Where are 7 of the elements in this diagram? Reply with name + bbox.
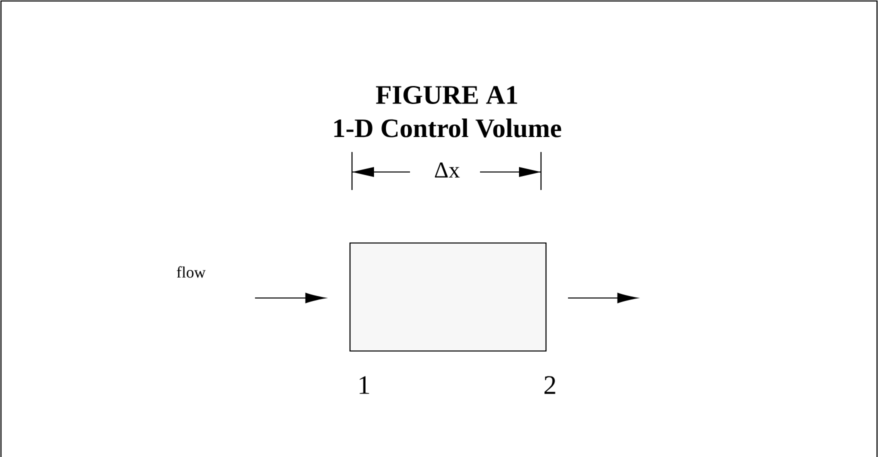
subtitle: 1-D Control Volume — [334, 118, 562, 138]
station-number: 1 — [360, 376, 370, 394]
dimension-label: Δx — [434, 162, 460, 178]
flow-label: flow — [176, 266, 206, 278]
title: FIGURE A1 — [376, 86, 518, 104]
station-number: 2 — [544, 376, 556, 394]
control-volume-box — [349, 242, 547, 352]
